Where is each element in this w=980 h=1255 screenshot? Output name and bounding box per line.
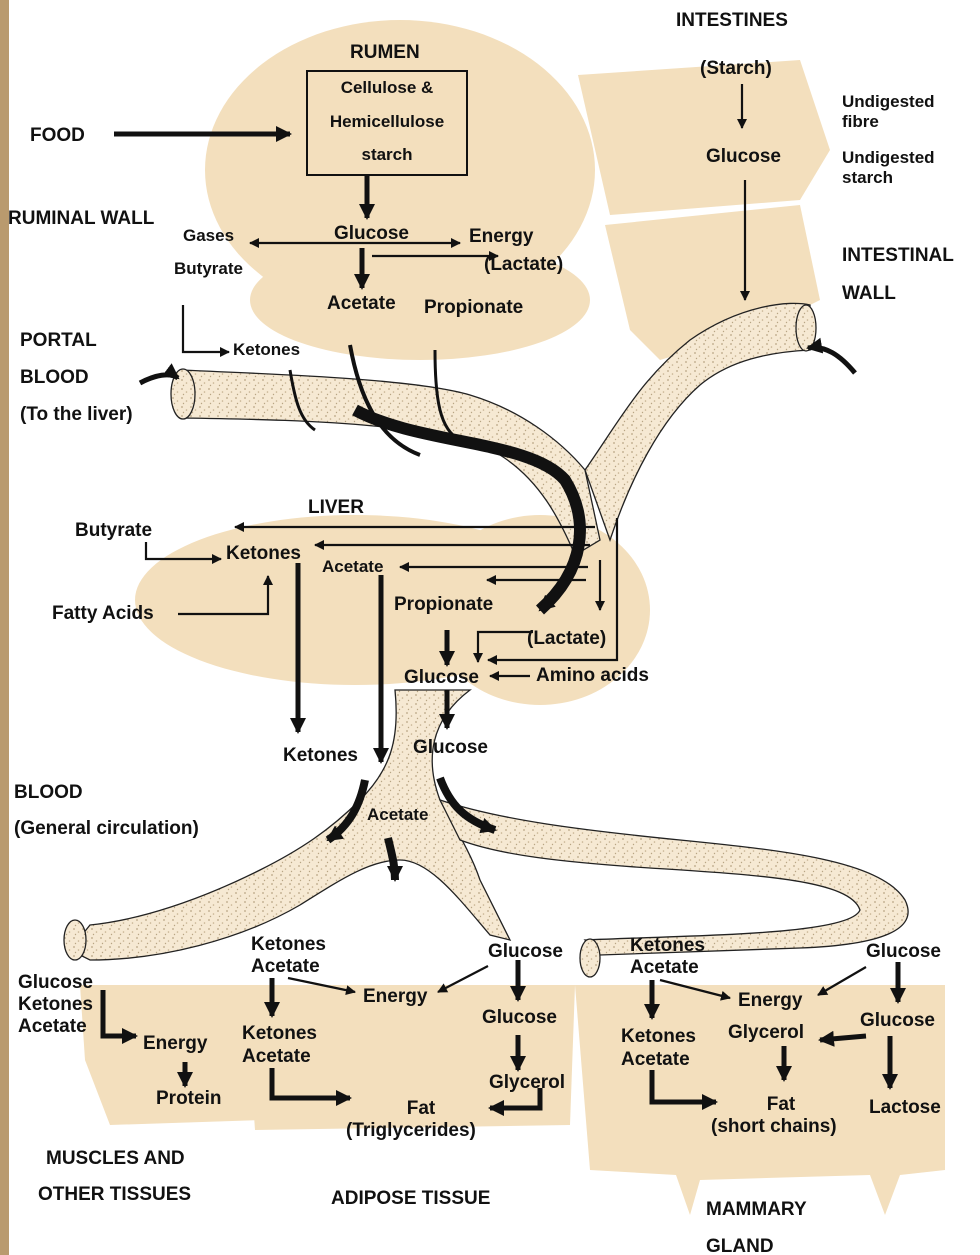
- adipose-acetate-label: Acetate: [242, 1046, 311, 1068]
- mammary-acetate-label: Acetate: [621, 1049, 690, 1071]
- protein-label: Protein: [156, 1088, 221, 1110]
- undigested-fibre-label: Undigested fibre: [842, 92, 972, 131]
- mammary-glycerol-label: Glycerol: [728, 1022, 804, 1044]
- adipose-glycerol-label: Glycerol: [489, 1072, 565, 1094]
- ketones-rumen-label: Ketones: [233, 340, 300, 360]
- adipose-ketones-in: Ketones: [251, 934, 326, 956]
- glucose-rumen-label: Glucose: [334, 223, 409, 245]
- muscle-input-acetate: Acetate: [18, 1016, 87, 1038]
- lactate-rumen-label: (Lactate): [484, 254, 563, 276]
- adipose-title: ADIPOSE TISSUE: [331, 1188, 490, 1210]
- propionate-rumen-label: Propionate: [424, 297, 523, 319]
- ketones-blood-label: Ketones: [283, 745, 358, 767]
- amino-acids-label: Amino acids: [536, 665, 649, 687]
- rumen-box-line-2: Hemicellulose: [306, 112, 468, 132]
- lactose-label: Lactose: [869, 1097, 941, 1119]
- mammary-acetate-in: Acetate: [630, 957, 699, 979]
- portal-label-2: BLOOD: [20, 367, 89, 389]
- food-label: FOOD: [30, 125, 85, 147]
- mammary-short-chains-label: (short chains): [711, 1116, 837, 1138]
- rumen-title: RUMEN: [350, 42, 420, 64]
- glucose-liver-label: Glucose: [404, 667, 479, 689]
- rumen-box-line-3: starch: [306, 145, 468, 165]
- liver-title: LIVER: [308, 497, 364, 519]
- lactate-liver-label: (Lactate): [527, 628, 606, 650]
- intestinal-wall-label-1: INTESTINAL: [842, 245, 954, 267]
- mammary-glucose-label: Glucose: [860, 1010, 935, 1032]
- mammary-title-2: GLAND: [706, 1236, 774, 1255]
- mammary-title-1: MAMMARY: [706, 1199, 807, 1221]
- rumen-box-line-1: Cellulose &: [306, 78, 468, 98]
- mammary-ketones-label: Ketones: [621, 1026, 696, 1048]
- mammary-ketones-in: Ketones: [630, 935, 705, 957]
- blood-label-2: (General circulation): [14, 818, 199, 840]
- starch-intestine-label: (Starch): [700, 58, 772, 80]
- adipose-triglycerides-label: (Triglycerides): [346, 1120, 476, 1142]
- acetate-liver-label: Acetate: [322, 557, 383, 577]
- ruminal-wall-label: RUMINAL WALL: [8, 208, 154, 230]
- energy-rumen-label: Energy: [469, 226, 533, 248]
- muscle-input-glucose: Glucose: [18, 972, 93, 994]
- muscles-title-1: MUSCLES AND: [46, 1148, 185, 1170]
- left-border-strip: [0, 0, 9, 1255]
- acetate-rumen-label: Acetate: [327, 293, 396, 315]
- fatty-acids-label: Fatty Acids: [52, 603, 154, 625]
- portal-label-1: PORTAL: [20, 330, 97, 352]
- mammary-glucose-in: Glucose: [866, 941, 941, 963]
- acetate-blood-label: Acetate: [367, 805, 428, 825]
- adipose-energy-label: Energy: [363, 986, 427, 1008]
- adipose-glucose-in: Glucose: [488, 941, 563, 963]
- adipose-ketones-label: Ketones: [242, 1023, 317, 1045]
- blood-label-1: BLOOD: [14, 782, 83, 804]
- butyrate-rumen-label: Butyrate: [174, 259, 243, 279]
- muscle-input-ketones: Ketones: [18, 994, 93, 1016]
- energy-muscle-label: Energy: [143, 1033, 207, 1055]
- propionate-liver-label: Propionate: [394, 594, 493, 616]
- glucose-liver-out-label: Glucose: [413, 737, 488, 759]
- adipose-glucose-label: Glucose: [482, 1007, 557, 1029]
- glucose-intestine-label: Glucose: [706, 146, 781, 168]
- adipose-acetate-in: Acetate: [251, 956, 320, 978]
- intestinal-wall-label-2: WALL: [842, 283, 896, 305]
- ketones-liver-label: Ketones: [226, 543, 301, 565]
- mammary-fat-label: Fat: [711, 1094, 851, 1116]
- gases-label: Gases: [183, 226, 234, 246]
- portal-label-3: (To the liver): [20, 404, 133, 426]
- intestines-title: INTESTINES: [676, 10, 788, 32]
- adipose-fat-label: Fat: [346, 1098, 496, 1120]
- undigested-starch-label: Undigested starch: [842, 148, 972, 187]
- mammary-energy-label: Energy: [738, 990, 802, 1012]
- butyrate-liver-label: Butyrate: [75, 520, 152, 542]
- muscles-title-2: OTHER TISSUES: [38, 1184, 191, 1206]
